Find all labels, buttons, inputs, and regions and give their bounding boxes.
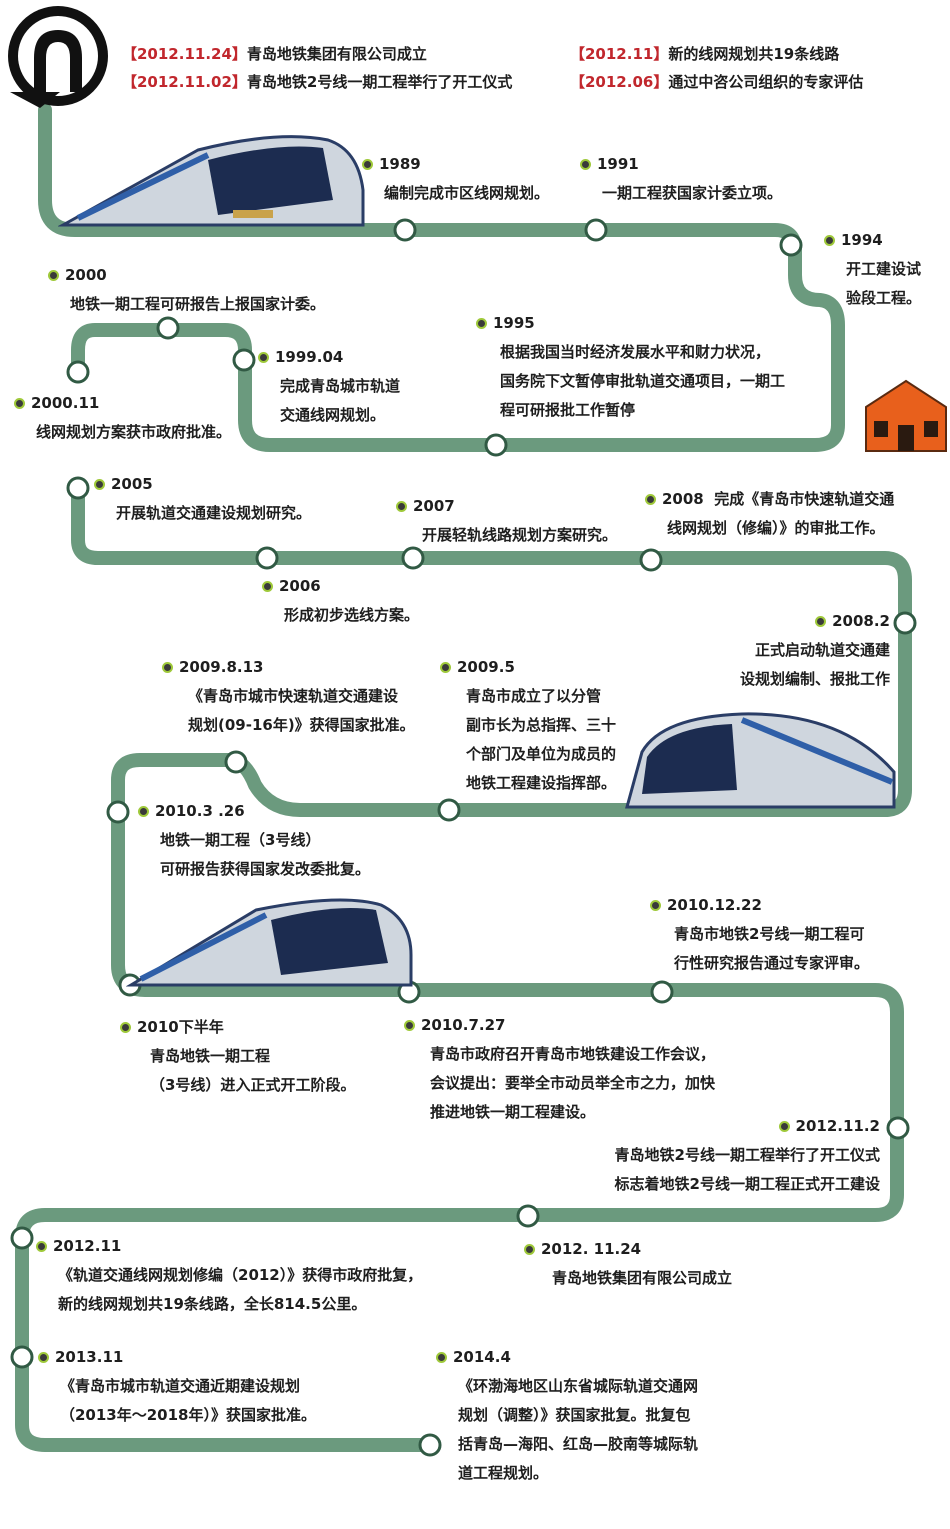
event-2013-11: 2013.11 《青岛市城市轨道交通近期建设规划 （2013年～2018年）》获… <box>38 1343 316 1430</box>
event-2005: 2005 开展轨道交通建设规划研究。 <box>94 470 311 528</box>
header-left: 【2012.11.24】青岛地铁集团有限公司成立 【2012.11.02】青岛地… <box>122 40 512 96</box>
station-node <box>232 348 256 372</box>
event-2010-3-26: 2010.3 .26 地铁一期工程（3号线） 可研报告获得国家发改委批复。 <box>138 797 370 884</box>
event-2012-11: 2012.11 《轨道交通线网规划修编（2012）》获得市政府批复， 新的线网规… <box>36 1232 422 1319</box>
station-node <box>66 360 90 384</box>
event-1991: 1991 一期工程获国家计委立项。 <box>580 150 782 208</box>
station-node <box>418 1433 442 1457</box>
event-2010-12-22: 2010.12.22 青岛市地铁2号线一期工程可 行性研究报告通过专家评审。 <box>650 891 869 978</box>
station-node <box>584 218 608 242</box>
station-node <box>893 611 917 635</box>
station-node <box>10 1226 34 1250</box>
header-item: 【2012.11.24】青岛地铁集团有限公司成立 <box>122 45 427 63</box>
event-2012-11-24: 2012. 11.24 青岛地铁集团有限公司成立 <box>524 1235 732 1293</box>
station-node <box>886 1116 910 1140</box>
train-image-2 <box>625 712 896 809</box>
station-node <box>401 546 425 570</box>
station-node <box>66 476 90 500</box>
event-2000: 2000 地铁一期工程可研报告上报国家计委。 <box>48 261 325 319</box>
station-node <box>255 546 279 570</box>
track-line-2 <box>15 481 912 1452</box>
station-node <box>393 218 417 242</box>
header-right: 【2012.11】新的线网规划共19条线路 【2012.06】通过中咨公司组织的… <box>570 40 863 96</box>
event-2010-7-27: 2010.7.27 青岛市政府召开青岛市地铁建设工作会议， 会议提出：要举全市动… <box>404 1011 715 1127</box>
header-item: 【2012.06】通过中咨公司组织的专家评估 <box>570 73 864 91</box>
header-item: 【2012.11】新的线网规划共19条线路 <box>570 45 840 63</box>
event-1994: 1994 开工建设试 验段工程。 <box>824 226 921 313</box>
station-node <box>224 750 248 774</box>
event-2007: 2007 开展轻轨线路规划方案研究。 <box>396 492 617 550</box>
train-image-3 <box>126 898 413 987</box>
event-2000-11: 2000.11 线网规划方案获市政府批准。 <box>14 389 231 447</box>
station-node <box>106 800 130 824</box>
station-node <box>484 433 508 457</box>
header-item: 【2012.11.02】青岛地铁2号线一期工程举行了开工仪式 <box>122 73 513 91</box>
qingdao-metro-logo <box>8 6 108 108</box>
station-node <box>437 798 461 822</box>
house-icon <box>865 379 947 452</box>
event-1989: 1989 编制完成市区线网规划。 <box>362 150 549 208</box>
train-image-1 <box>58 135 365 227</box>
station-node <box>10 1345 34 1369</box>
event-2006: 2006 形成初步选线方案。 <box>262 572 419 630</box>
station-node <box>516 1204 540 1228</box>
event-2014-4: 2014.4 《环渤海地区山东省城际轨道交通网 规划（调整）》获国家批复。批复包… <box>436 1343 698 1488</box>
event-1995: 1995 根据我国当时经济发展水平和财力状况， 国务院下文暂停审批轨道交通项目，… <box>476 309 785 425</box>
track-line <box>38 103 845 452</box>
event-2010-second-half: 2010下半年 青岛地铁一期工程 （3号线）进入正式开工阶段。 <box>120 1013 355 1100</box>
station-node <box>639 548 663 572</box>
event-2009-8-13: 2009.8.13 《青岛市城市快速轨道交通建设 规划(09-16年)》获得国家… <box>162 653 415 740</box>
event-2008: 2008 完成《青岛市快速轨道交通 线网规划（修编）》的审批工作。 <box>645 485 894 543</box>
station-node <box>779 233 803 257</box>
event-2008-2: 2008.2 正式启动轨道交通建 设规划编制、报批工作 <box>720 607 890 694</box>
event-2009-5: 2009.5 青岛市成立了以分管 副市长为总指挥、三十 个部门及单位为成员的 地… <box>440 653 616 798</box>
event-1999-04: 1999.04 完成青岛城市轨道 交通线网规划。 <box>258 343 400 430</box>
station-node <box>156 316 180 340</box>
event-2012-11-2: 2012.11.2 青岛地铁2号线一期工程举行了开工仪式 标志着地铁2号线一期工… <box>560 1112 880 1199</box>
station-node <box>650 980 674 1004</box>
